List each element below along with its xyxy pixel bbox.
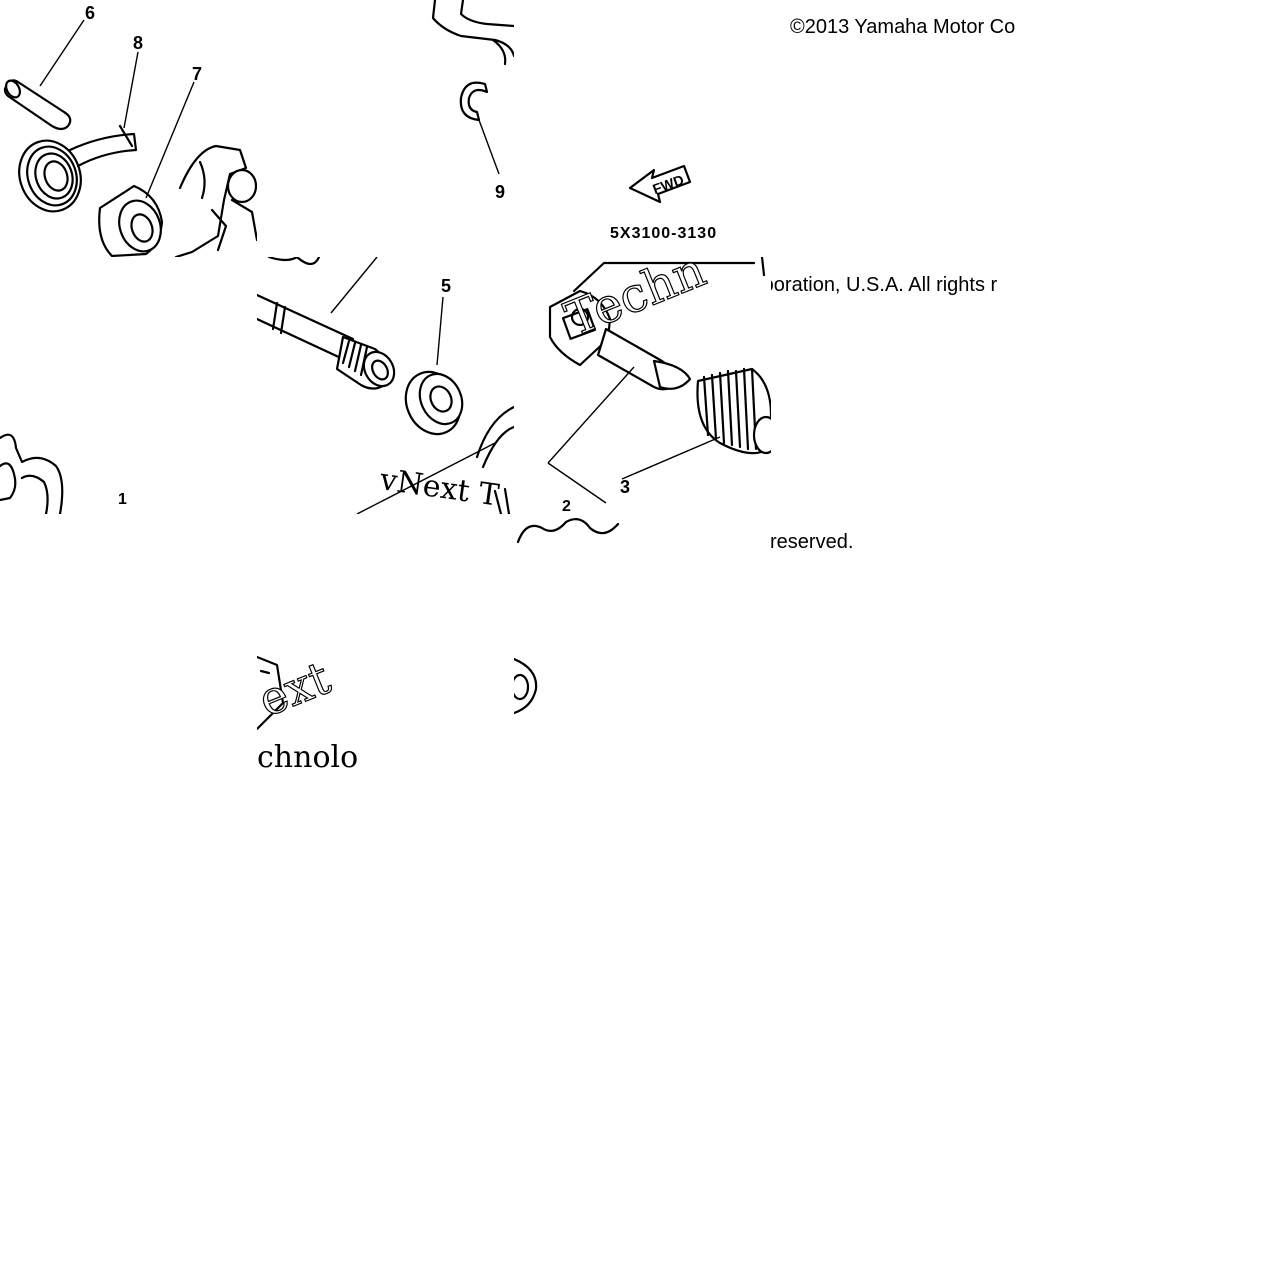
callout-1: 1 — [118, 491, 127, 508]
callout-6: 6 — [85, 3, 95, 23]
copyright-line-2: rporation, U.S.A. All rights r — [756, 274, 998, 296]
torsion-spring-part — [18, 124, 138, 213]
callout-9: 9 — [495, 182, 505, 202]
fwd-block: FWD 5X3100-3130 — [600, 140, 760, 250]
callout-7: 7 — [192, 64, 202, 84]
pin-part — [3, 79, 72, 131]
shift-fork-part — [431, 0, 514, 66]
housing-fragment — [257, 655, 285, 731]
tile-shaft-seal: 5 vNext T — [257, 257, 514, 514]
watermark-b: Techn — [558, 257, 714, 348]
shift-arm-part — [174, 144, 257, 257]
copyright-line-3: reserved. — [770, 531, 854, 553]
part-code: 5X3100-3130 — [610, 225, 717, 242]
shift-pedal-part — [548, 257, 766, 391]
shift-shaft-part — [257, 257, 396, 390]
callout-3: 3 — [620, 477, 630, 497]
pedal-rubber-part — [696, 367, 771, 455]
tile-lower-left: 1 — [0, 418, 257, 514]
tile-circlip: 9 — [257, 0, 514, 257]
callout-2: 2 — [562, 498, 571, 514]
watermark-a: vNext T — [377, 462, 501, 513]
watermark-d: chnolo — [257, 740, 358, 771]
tile-code-fragment — [514, 514, 620, 544]
callout-5: 5 — [441, 276, 451, 296]
circlip-part — [459, 81, 489, 122]
oil-seal-part — [404, 370, 464, 436]
fwd-label: FWD — [650, 171, 685, 197]
tile-pedal-rubber: 3 Techn 2 — [514, 257, 771, 514]
fwd-arrow-icon: FWD — [628, 164, 692, 204]
tile-pin-spring-collar: 6 8 7 — [0, 0, 257, 257]
bracket-fragment — [0, 433, 64, 514]
tile-small-fragment — [514, 657, 540, 717]
collar-part — [98, 184, 164, 257]
tile-watermark-lower: ext chnolo — [257, 643, 363, 771]
case-fragment — [475, 405, 514, 514]
callout-8: 8 — [133, 33, 143, 53]
copyright-line-1: ©2013 Yamaha Motor Co — [790, 16, 1016, 38]
